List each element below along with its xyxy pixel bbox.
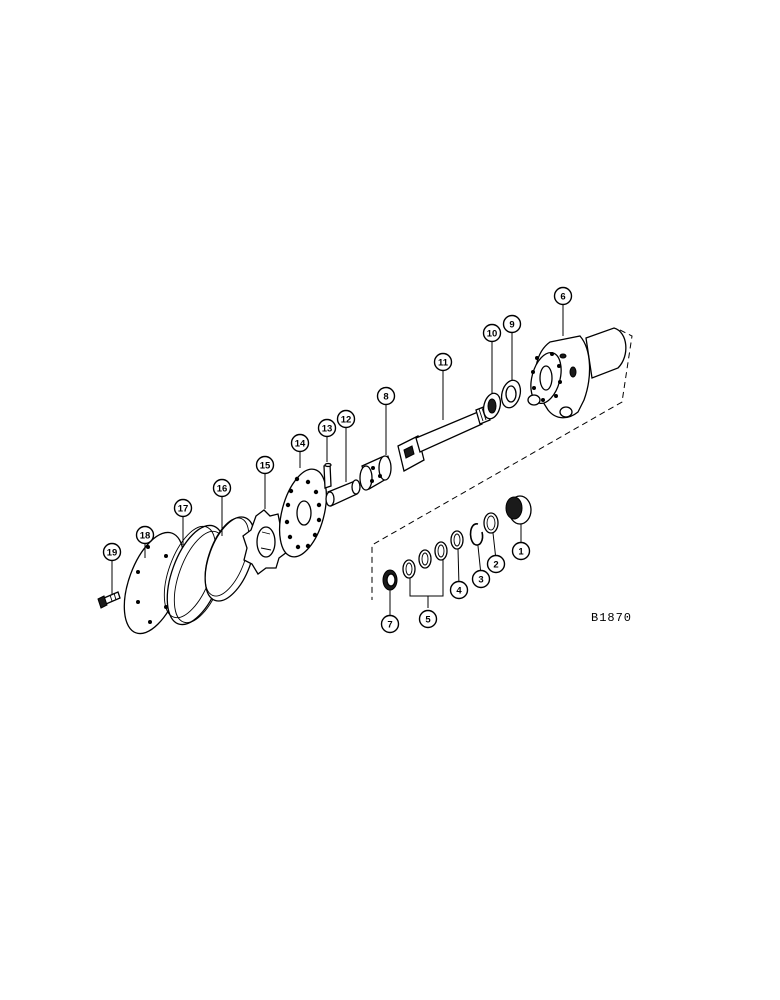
callout-number: 18 — [140, 530, 151, 541]
callout-17: 17 — [173, 498, 193, 518]
callout-number: 2 — [493, 559, 498, 570]
callout-number: 10 — [487, 328, 498, 339]
part-seal-ring-1 — [505, 495, 532, 525]
callout-3: 3 — [471, 569, 491, 589]
callout-circle — [502, 314, 522, 334]
callout-8: 8 — [376, 386, 396, 406]
part-bearing — [382, 569, 398, 591]
part-seal-group-5 — [402, 541, 448, 579]
callout-number: 9 — [509, 319, 514, 330]
callout-14: 14 — [290, 433, 310, 453]
callout-7: 7 — [380, 614, 400, 634]
callout-number: 3 — [478, 574, 483, 585]
callout-number: 13 — [322, 423, 333, 434]
part-bolt — [97, 591, 121, 609]
part-spool — [359, 455, 392, 491]
callout-number: 14 — [295, 438, 306, 449]
callout-circle — [336, 409, 356, 429]
callout-number: 12 — [341, 414, 352, 425]
callout-circle — [486, 554, 506, 574]
part-snap-ring — [469, 523, 484, 546]
callout-circle — [135, 525, 155, 545]
callout-number: 17 — [178, 503, 189, 514]
callout-13: 13 — [317, 418, 337, 438]
part-washer-10 — [482, 392, 502, 420]
callout-number: 8 — [383, 391, 388, 402]
callout-circle — [376, 386, 396, 406]
callout-2: 2 — [486, 554, 506, 574]
callout-number: 11 — [438, 357, 449, 368]
dashed-guide — [371, 329, 633, 600]
part-valve-plate — [278, 468, 328, 558]
callout-circle — [553, 286, 573, 306]
callout-circle — [471, 569, 491, 589]
callout-number: 16 — [217, 483, 228, 494]
callout-circle — [380, 614, 400, 634]
part-housing — [527, 327, 627, 419]
callout-number: 19 — [107, 547, 118, 558]
callout-10: 10 — [482, 323, 502, 343]
callout-15: 15 — [255, 455, 275, 475]
part-washer-2 — [483, 512, 499, 534]
part-gear — [242, 509, 288, 575]
callout-circle — [102, 542, 122, 562]
callout-circle — [418, 609, 438, 629]
callout-number: 1 — [518, 546, 524, 557]
callout-12: 12 — [336, 409, 356, 429]
callout-16: 16 — [212, 478, 232, 498]
callout-number: 4 — [456, 585, 462, 596]
callout-circle — [290, 433, 310, 453]
callout-1: 1 — [511, 541, 531, 561]
callout-11: 11 — [433, 352, 453, 372]
callout-6: 6 — [553, 286, 573, 306]
callout-circle — [433, 352, 453, 372]
callout-circle — [511, 541, 531, 561]
callout-number: 5 — [425, 614, 431, 625]
callout-circle — [449, 580, 469, 600]
drawing-reference: B1870 — [591, 611, 632, 625]
callout-18: 18 — [135, 525, 155, 545]
callout-number: 15 — [260, 460, 271, 471]
callout-circle — [317, 418, 337, 438]
callout-4: 4 — [449, 580, 469, 600]
part-pin — [323, 462, 332, 489]
part-ring-4 — [450, 530, 464, 550]
callout-5: 5 — [418, 609, 438, 629]
callout-circle — [173, 498, 193, 518]
callout-circle — [212, 478, 232, 498]
part-drive-link — [325, 479, 361, 507]
leader-lines — [111, 305, 564, 615]
callout-9: 9 — [502, 314, 522, 334]
callout-19: 19 — [102, 542, 122, 562]
callout-circle — [255, 455, 275, 475]
part-ring-16 — [204, 516, 256, 602]
callout-number: 6 — [560, 291, 565, 302]
part-shaft — [397, 405, 491, 472]
part-washer-9 — [500, 379, 522, 409]
callout-circle — [482, 323, 502, 343]
callout-number: 7 — [387, 619, 392, 630]
